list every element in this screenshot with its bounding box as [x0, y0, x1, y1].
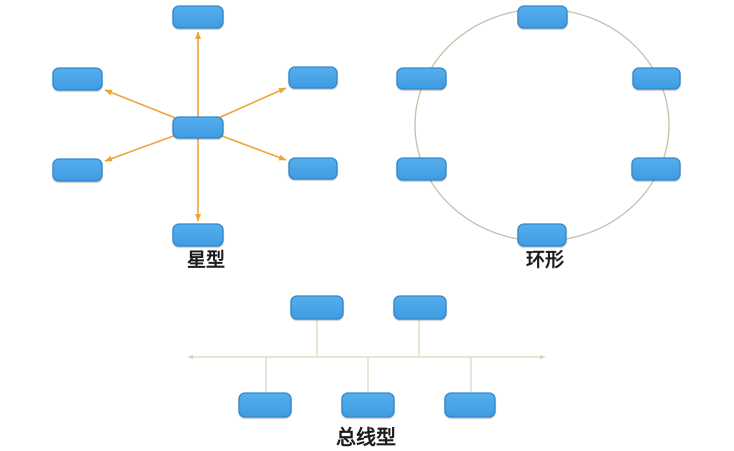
bus-node-bottom-1	[238, 392, 292, 418]
ring-node-bottom	[517, 223, 567, 247]
bus-topology-diagram: 总线型	[188, 295, 545, 449]
star-topology-diagram: 星型	[52, 5, 338, 271]
bus-node-top-2	[393, 295, 447, 320]
ring-node-lower-left	[396, 157, 447, 181]
ring-topology-diagram: 环形	[396, 5, 681, 271]
ring-link-ellipse	[414, 8, 670, 242]
ring-node-lower-right	[631, 157, 681, 181]
ring-topology-label: 环形	[526, 249, 564, 271]
star-topology-label: 星型	[187, 248, 225, 271]
star-center-node	[172, 116, 224, 139]
bus-topology-label: 总线型	[336, 425, 396, 449]
ring-node-upper-right	[632, 67, 681, 90]
ring-node-top	[517, 5, 568, 29]
star-node-upper-right	[288, 66, 338, 89]
star-node-bottom	[172, 223, 224, 247]
star-node-lower-right	[288, 157, 338, 180]
star-node-upper-left	[52, 67, 103, 91]
star-node-lower-left	[52, 158, 103, 182]
bus-drop-lines	[265, 319, 472, 392]
bus-node-top-1	[290, 295, 344, 320]
ring-node-upper-left	[396, 67, 447, 90]
bus-node-bottom-3	[444, 392, 496, 418]
star-node-top	[172, 5, 224, 29]
bus-node-bottom-2	[341, 392, 395, 418]
